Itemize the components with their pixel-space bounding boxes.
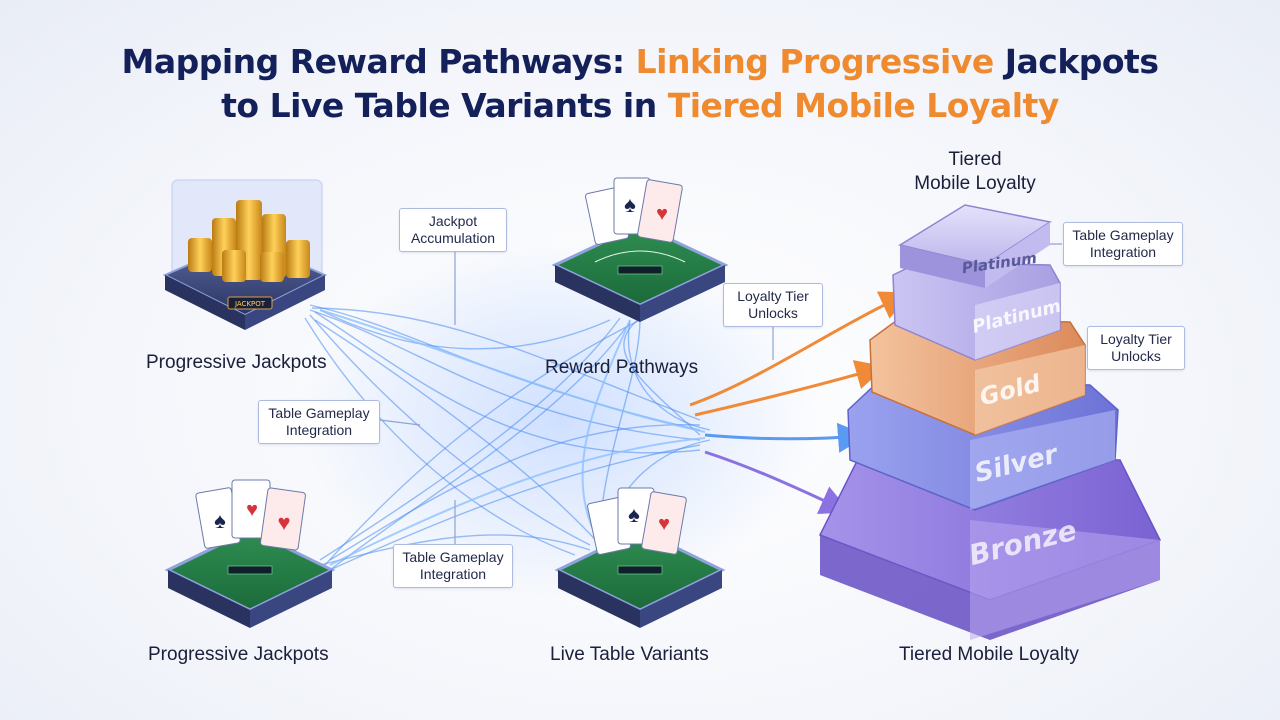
svg-text:♥: ♥ [658, 513, 670, 535]
flow-glow [300, 240, 820, 600]
progressive-jackpot-platform-top: JACKPOT [162, 179, 328, 330]
label-progressive-jackpots-top: Progressive Jackpots [146, 352, 327, 373]
jackpot-sign [227, 296, 273, 310]
live-table-platform-top: ♠ ♥ [551, 177, 729, 322]
label-live-table-variants: Live Table Variants [550, 644, 709, 665]
svg-text:♥: ♥ [656, 203, 668, 225]
tier-gold [869, 317, 1086, 436]
callout-table-gameplay-left: Table Gameplay Integration [258, 400, 380, 444]
arrow-to-gold [694, 360, 886, 417]
playing-cards: ♠ ♥ ♥ [195, 479, 306, 551]
title-line-2: to Live Table Variants in Tiered Mobile … [221, 86, 1059, 125]
loyalty-tier-pyramid: Platinum Platinum Gold Silver Bronze [818, 204, 1162, 640]
tier-top [898, 204, 1052, 288]
tier-arrows [689, 291, 911, 514]
svg-text:♥: ♥ [277, 510, 290, 535]
tier-silver [847, 379, 1119, 511]
jackpot-sign-text: JACKPOT [234, 300, 266, 308]
svg-text:♠: ♠ [628, 502, 640, 527]
label-progressive-jackpots-bottom: Progressive Jackpots [148, 644, 329, 665]
callout-loyalty-tier-unlocks-center: Loyalty Tier Unlocks [723, 283, 823, 327]
live-table-platform-bottom-center: ♠ ♥ [554, 487, 726, 628]
arrow-to-silver [704, 422, 868, 453]
label-tiered-mobile-loyalty-bottom: Tiered Mobile Loyalty [899, 644, 1079, 665]
playing-cards: ♠ ♥ [587, 487, 687, 555]
title-line-1: Mapping Reward Pathways: Linking Progres… [121, 42, 1159, 81]
playing-cards: ♠ ♥ [585, 177, 683, 245]
label-reward-pathways: Reward Pathways [545, 357, 699, 378]
tier-platinum [892, 261, 1061, 361]
svg-text:♠: ♠ [624, 192, 636, 217]
arrow-to-bronze [704, 450, 851, 514]
svg-text:♥: ♥ [246, 499, 258, 521]
tier-bronze [818, 454, 1162, 640]
page-title: Mapping Reward Pathways: Linking Progres… [0, 40, 1280, 128]
label-tiered-mobile-loyalty-top: Tiered Mobile Loyalty [914, 149, 1036, 194]
gold-coin-stacks [188, 200, 310, 282]
reward-flow-lines-bright [319, 309, 706, 566]
callout-leaders [379, 243, 1086, 545]
callout-table-gameplay-bottom: Table Gameplay Integration [393, 544, 513, 588]
arrow-to-platinum [689, 291, 911, 407]
live-table-platform-bottom-left: ♠ ♥ ♥ [164, 479, 336, 628]
callout-loyalty-tier-unlocks-right: Loyalty Tier Unlocks [1087, 326, 1185, 370]
svg-text:♠: ♠ [214, 508, 226, 533]
callout-jackpot-accumulation: Jackpot Accumulation [399, 208, 507, 252]
callout-table-gameplay-right: Table Gameplay Integration [1063, 222, 1183, 266]
